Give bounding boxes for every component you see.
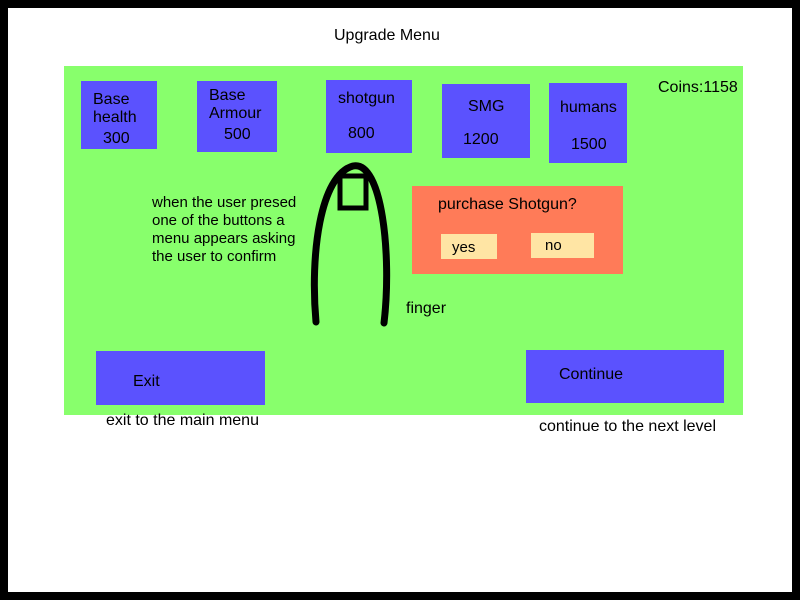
page-title: Upgrade Menu bbox=[334, 27, 440, 44]
exit-caption: exit to the main menu bbox=[106, 412, 259, 429]
upgrade-shotgun-button[interactable]: shotgun 800 bbox=[326, 80, 412, 153]
continue-button-label: Continue bbox=[559, 366, 624, 383]
annotation-note: when the user presed one of the buttons … bbox=[152, 194, 322, 266]
yes-button-label: yes bbox=[452, 239, 476, 256]
upgrade-price: 1200 bbox=[463, 131, 499, 148]
upgrade-label: humans bbox=[560, 99, 617, 116]
upgrade-label-line1: Base bbox=[209, 87, 246, 104]
finger-drawing bbox=[310, 162, 391, 327]
upgrade-price: 1500 bbox=[571, 136, 607, 153]
upgrade-price: 300 bbox=[103, 130, 130, 147]
note-line: menu appears asking bbox=[152, 230, 296, 247]
dialog-title: purchase Shotgun? bbox=[438, 196, 577, 213]
yes-button[interactable]: yes bbox=[441, 234, 497, 259]
upgrade-smg-button[interactable]: SMG 1200 bbox=[442, 84, 530, 158]
exit-button-label: Exit bbox=[133, 373, 160, 390]
upgrade-label: shotgun bbox=[338, 90, 395, 107]
continue-button[interactable]: Continue bbox=[526, 350, 724, 403]
finger-label: finger bbox=[406, 300, 447, 317]
exit-button[interactable]: Exit bbox=[96, 351, 265, 405]
upgrade-label: SMG bbox=[468, 98, 505, 115]
upgrade-label-line2: health bbox=[93, 109, 137, 126]
continue-caption: continue to the next level bbox=[539, 418, 717, 435]
upgrade-price: 500 bbox=[224, 126, 251, 143]
upgrade-base-health-button[interactable]: Base health 300 bbox=[81, 81, 157, 149]
finger-outline bbox=[310, 162, 391, 327]
upgrade-price: 800 bbox=[348, 125, 375, 142]
note-line: one of the buttons a bbox=[152, 212, 285, 229]
note-line: the user to confirm bbox=[152, 248, 277, 265]
purchase-confirm-dialog bbox=[412, 186, 623, 274]
no-button-label: no bbox=[545, 237, 562, 254]
upgrade-humans-button[interactable]: humans 1500 bbox=[549, 83, 627, 163]
coins-counter: Coins:1158 bbox=[658, 79, 738, 96]
upgrade-label-line2: Armour bbox=[209, 105, 262, 122]
upgrade-base-armour-button[interactable]: Base Armour 500 bbox=[197, 81, 277, 152]
fingernail bbox=[337, 173, 369, 211]
upgrade-label-line1: Base bbox=[93, 91, 130, 108]
no-button[interactable]: no bbox=[531, 233, 594, 258]
note-line: when the user presed bbox=[152, 194, 297, 211]
